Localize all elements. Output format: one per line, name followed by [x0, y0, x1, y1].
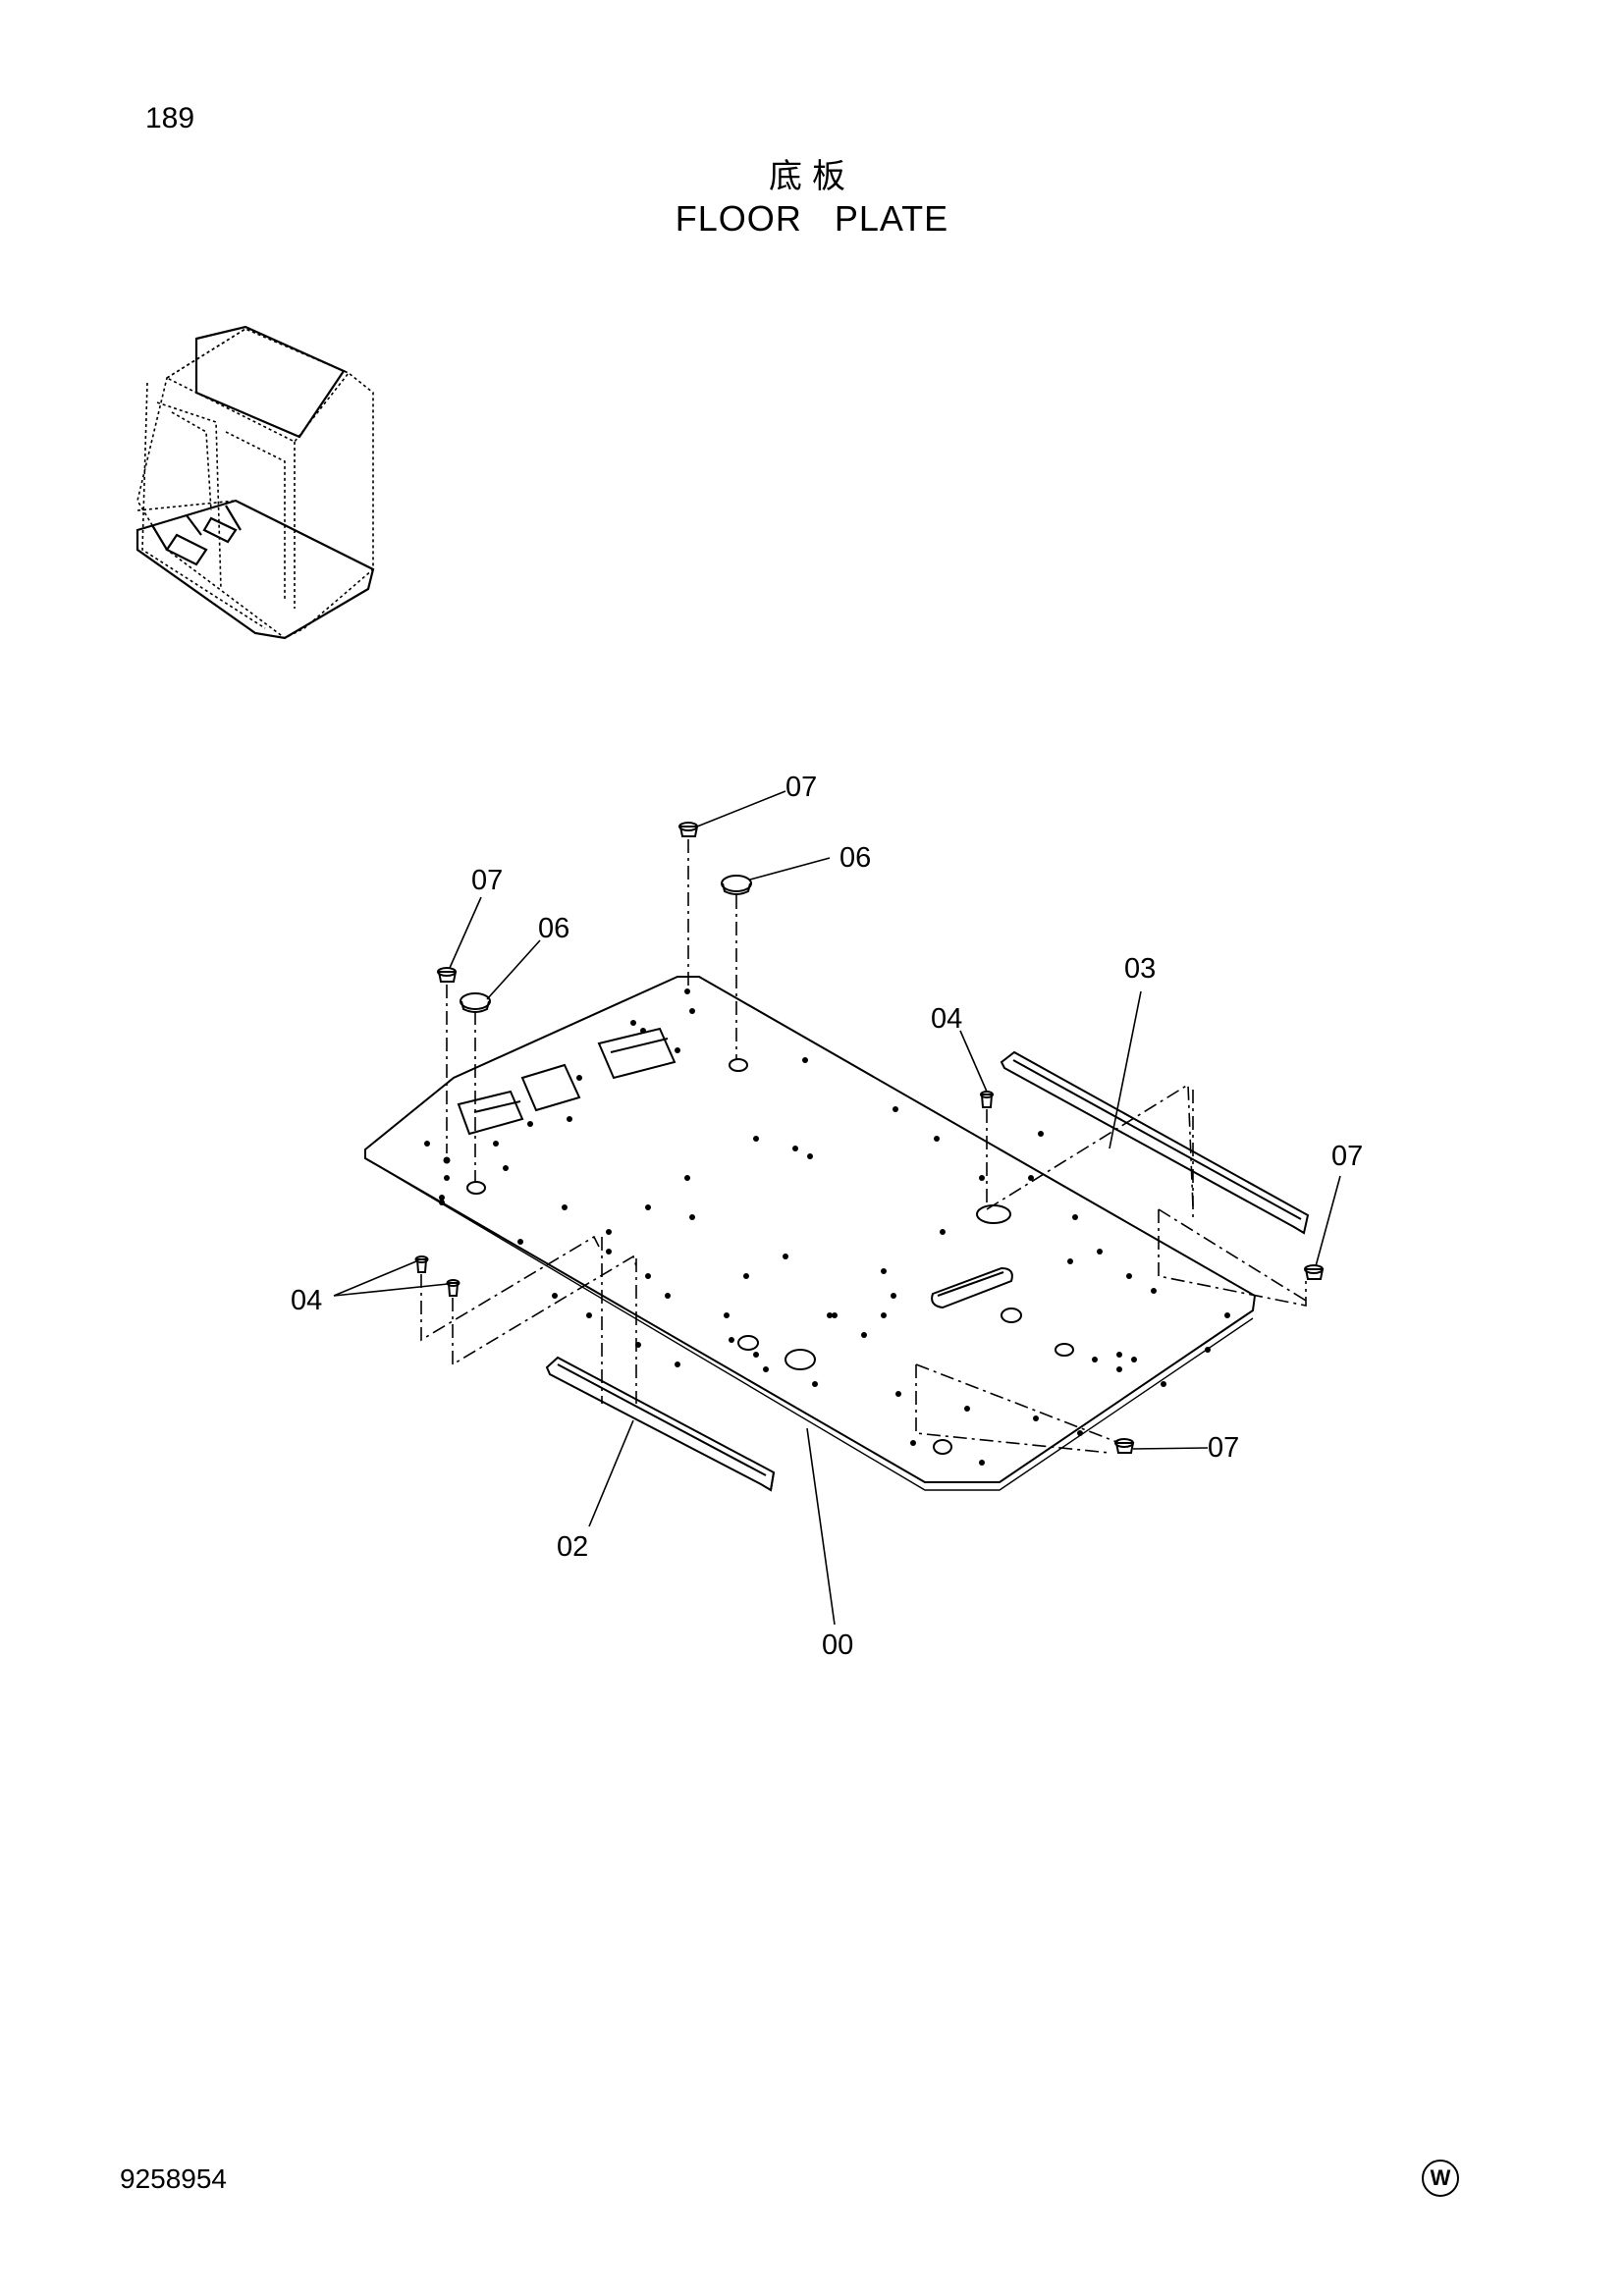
callout-04-left: 04 — [291, 1285, 322, 1316]
callout-04-right: 04 — [931, 1003, 962, 1035]
title-english: FLOOR PLATE — [675, 198, 949, 239]
title-chinese: 底板 — [769, 157, 855, 196]
channel-03 — [1000, 1050, 1310, 1235]
callout-07-bottom: 07 — [1208, 1432, 1239, 1464]
callout-06-top: 06 — [839, 842, 871, 874]
callout-00: 00 — [822, 1629, 853, 1661]
callout-07-left: 07 — [471, 865, 503, 896]
document-number: 9258954 — [120, 2163, 228, 2194]
w-mark-icon: W — [1422, 2160, 1459, 2197]
page-number: 189 — [145, 102, 195, 134]
callout-02: 02 — [557, 1531, 588, 1563]
callout-07-right: 07 — [1331, 1141, 1363, 1172]
callout-03: 03 — [1124, 953, 1156, 985]
channel-02 — [545, 1356, 776, 1492]
floor-plate — [364, 976, 1257, 1483]
callout-06-left: 06 — [538, 913, 569, 944]
callout-07-top: 07 — [785, 772, 817, 803]
